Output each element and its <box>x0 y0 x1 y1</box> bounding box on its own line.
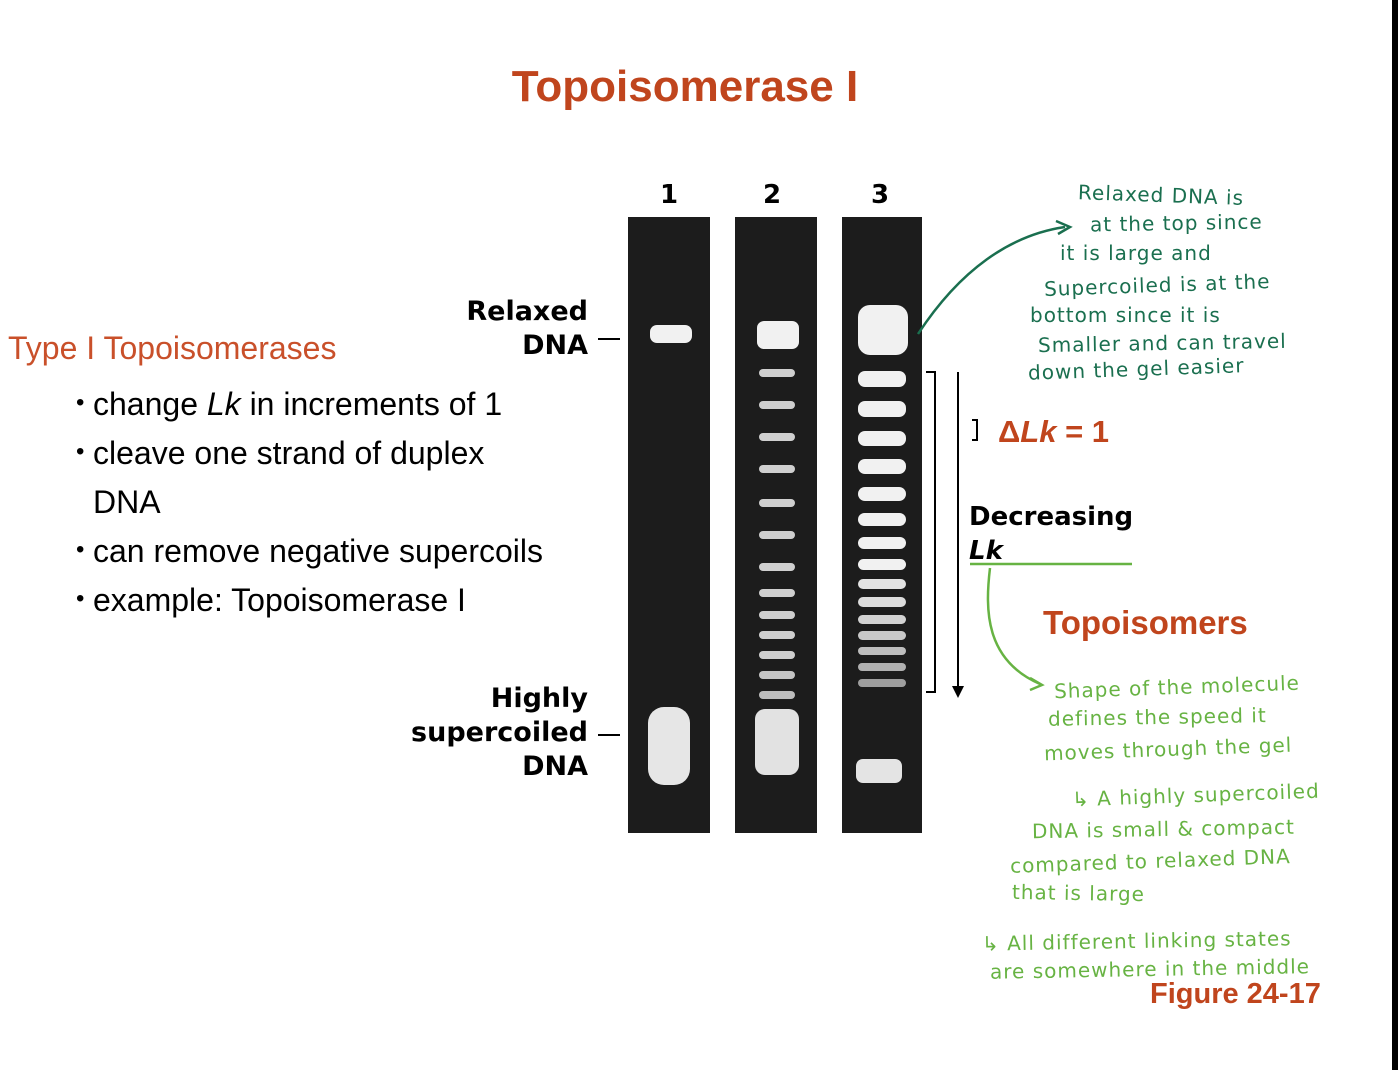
gel-lane-1 <box>628 217 710 833</box>
figure-label: Figure 24-17 <box>1150 978 1321 1010</box>
gel-band <box>858 579 906 589</box>
gel-band <box>858 459 906 474</box>
green-arrow <box>986 567 1041 686</box>
gel-band <box>858 513 906 526</box>
gel-band <box>759 401 795 409</box>
gel-band <box>759 531 795 539</box>
topoisomers-label: Topoisomers <box>1043 604 1248 641</box>
gel-band <box>759 631 795 639</box>
teal-arrowhead-icon <box>1055 219 1073 236</box>
bullet-item: example: Topoisomerase I <box>76 574 556 625</box>
gel-band <box>858 647 906 655</box>
delta-lk-label: ΔLk = 1 <box>998 414 1110 449</box>
delta-lk-bracket <box>972 419 978 441</box>
relaxed-dna-label: Relaxed DNA <box>466 296 588 361</box>
gel-band <box>759 499 795 507</box>
teal-arrow <box>916 225 1066 335</box>
handwritten-note-teal-line: bottom since it is <box>1030 303 1221 327</box>
gel-band <box>759 589 795 597</box>
gel-band <box>759 563 795 571</box>
bullet-item: change Lk in increments of 1 <box>76 378 556 429</box>
decreasing-lk-label: Decreasing Lk <box>969 502 1134 566</box>
handwritten-note-teal-line: at the top since <box>1089 209 1263 237</box>
gel-band <box>858 487 906 501</box>
gel-band <box>759 465 795 473</box>
supercoiled-dna-tick <box>598 734 620 736</box>
gel-band <box>858 631 906 640</box>
gel-band <box>858 401 906 417</box>
lane-number-3: 3 <box>870 180 890 210</box>
bullets-heading: Type I Topoisomerases <box>8 330 337 366</box>
gel-band <box>858 305 908 355</box>
bullet-item: can remove negative supercoils <box>76 525 556 576</box>
handwritten-note-green-line: that is large <box>1011 879 1146 907</box>
handwritten-note-teal-line: it is large and <box>1060 241 1212 265</box>
handwritten-note-green-line: DNA is small & compact <box>1031 814 1296 844</box>
gel-band <box>858 371 906 387</box>
decreasing-lk-bracket <box>926 371 936 693</box>
slide-edge <box>1392 0 1398 1070</box>
gel-lane-2 <box>735 217 817 833</box>
gel-band <box>650 325 692 343</box>
gel-band <box>858 559 906 570</box>
arrowhead-down-icon <box>952 686 964 698</box>
supercoiled-dna-label: Highly supercoiled DNA <box>411 683 588 782</box>
lane-number-1: 1 <box>659 180 679 210</box>
gel-band <box>648 707 690 785</box>
gel-band <box>858 431 906 446</box>
gel-band <box>757 321 799 349</box>
gel-band <box>858 615 906 624</box>
lane-number-2: 2 <box>762 180 782 210</box>
gel-band <box>858 597 906 607</box>
gel-band <box>759 433 795 441</box>
handwritten-note-green-line: defines the speed it <box>1047 703 1267 731</box>
gel-band <box>759 651 795 659</box>
relaxed-dna-tick <box>598 338 620 340</box>
gel-band <box>856 759 902 783</box>
gel-band <box>759 611 795 619</box>
bullet-item: cleave one strand of duplex DNA <box>76 427 556 527</box>
gel-band <box>759 671 795 679</box>
gel-lane-3 <box>842 217 922 833</box>
gel-band <box>759 369 795 377</box>
gel-band <box>858 679 906 687</box>
gel-band <box>858 537 906 549</box>
slide-title: Topoisomerase I <box>511 62 859 111</box>
gel-band <box>759 691 795 699</box>
green-arrowhead-icon <box>1029 676 1045 692</box>
gel-band <box>858 663 906 671</box>
gel-band <box>755 709 799 775</box>
bullet-list: change Lk in increments of 1 cleave one … <box>76 378 556 625</box>
